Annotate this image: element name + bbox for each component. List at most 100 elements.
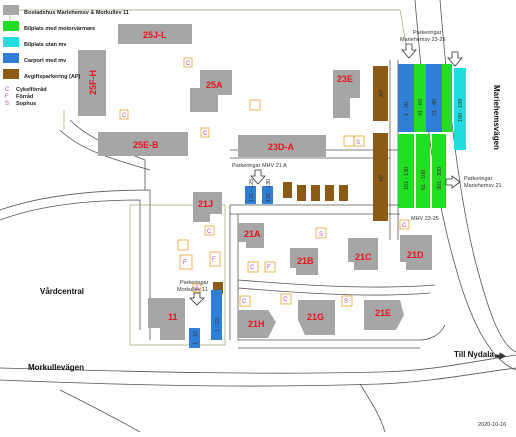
sym-c: C — [122, 113, 127, 119]
slot-label-21a-a: 121 - 125 — [249, 179, 255, 202]
legend-symbol-c-label: Cykelförråd — [16, 86, 47, 93]
box-18 — [341, 295, 353, 307]
caption-mv-23-25-line2: Mariehemsv 23-25 — [400, 37, 446, 43]
sym-c: C — [283, 297, 288, 303]
facility-boxes — [119, 57, 410, 307]
label-21A: 21A — [244, 229, 261, 239]
buildings — [78, 24, 432, 340]
carport-c1 — [398, 64, 414, 132]
ap-slot-3 — [311, 185, 320, 201]
slot-label-c2: 21 - 40 — [432, 99, 438, 116]
facility-letters: C C C S C S C F F C F S C C S — [122, 61, 407, 305]
label-21J: 21J — [198, 199, 213, 209]
legend-swatch-unheated — [3, 37, 19, 47]
arrow-left-icon — [445, 175, 461, 189]
box-17 — [280, 293, 292, 305]
ap-slot-4 — [325, 185, 334, 201]
legend-symbol-c: C — [5, 87, 10, 93]
label-25A: 25A — [206, 80, 223, 90]
label-21D: 21D — [407, 250, 424, 260]
arrow-right-icon — [494, 352, 506, 360]
caption-mhv-21a: Parkeringar MHV 21 A — [232, 163, 287, 169]
place-names: Vårdcentral Morkullevägen Mariehemsvägen… — [28, 85, 501, 372]
arrow-down-icon — [250, 169, 266, 185]
box-6 — [353, 135, 365, 147]
ap-slot-11 — [213, 282, 223, 294]
sym-f: F — [267, 265, 271, 271]
arrow-down-icon — [189, 292, 205, 306]
legend-symbol-s: S — [5, 101, 9, 107]
sym-s: S — [195, 286, 199, 292]
legend-symbol-s-label: Sophus — [16, 101, 36, 107]
legend-label-housing: Bostadshus Mariehemsv & Morkullev 11 — [24, 10, 129, 16]
carport-21a-b — [262, 186, 273, 204]
box-9 — [177, 239, 189, 251]
ap-strip-23E — [373, 66, 388, 121]
caption-mhv-23-25: MHV 23-25 — [411, 216, 439, 222]
slot-label-c1: 1 - 20 — [404, 102, 410, 116]
caption-m11-line2: Morkullev 11 — [177, 287, 208, 293]
label-21C: 21C — [355, 252, 372, 262]
box-7 — [399, 219, 410, 230]
carports: 1 - 20 21 - 40 1 - 22 1 - 10 121 - 125 1… — [189, 64, 442, 348]
building-21H — [238, 310, 276, 338]
label-25F-H: 25F-H — [88, 70, 98, 95]
label-23D-A: 23D-A — [268, 142, 295, 152]
slot-label-g1: 101 - 130 — [404, 167, 410, 190]
green-g-top-2 — [442, 64, 452, 132]
building-11 — [148, 298, 185, 340]
arrow-down-icon — [401, 43, 417, 59]
slot-label-m11b: 1 - 10 — [193, 331, 199, 345]
slot-label-g3: 301 - 320 — [437, 167, 443, 190]
label-21G: 21G — [307, 312, 324, 322]
ap-label-23D: AP — [379, 174, 385, 182]
building-21E — [364, 300, 404, 330]
legend-label-unheated: Bilplats utan mv — [24, 42, 67, 48]
ap-slot-5 — [339, 185, 348, 201]
box-1 — [183, 57, 193, 68]
sym-c: C — [207, 229, 212, 235]
legend-swatch-housing — [3, 5, 19, 15]
green-g2 — [416, 134, 430, 208]
legend: Bostadshus Mariehemsv & Morkullev 11 Bil… — [3, 5, 129, 107]
slot-label-21a-b: 126 - 130 — [266, 179, 272, 202]
building-labels: 25J-L 25F-H 25A 23E 25E-B 23D-A 21J 21A … — [88, 30, 424, 329]
caption-mv-23-25-line1: Parkeringar — [413, 30, 442, 36]
carport-m11-a — [211, 290, 222, 340]
paid-parking: AP AP — [213, 66, 388, 294]
box-13 — [247, 261, 259, 273]
building-23D-A — [238, 135, 326, 157]
map-date: 2020-10-16 — [478, 422, 506, 428]
building-21B — [290, 248, 318, 275]
sym-s: S — [344, 299, 348, 305]
legend-swatch-carport — [3, 53, 19, 63]
box-16 — [239, 295, 251, 307]
box-12 — [209, 251, 221, 267]
green-g-top-1 — [414, 64, 426, 132]
box-14 — [264, 261, 276, 273]
sym-s: S — [356, 140, 360, 146]
sym-s: S — [319, 232, 323, 238]
place-morkullevagen: Morkullevägen — [28, 363, 84, 372]
carport-21a-a — [245, 186, 256, 204]
building-21A — [238, 223, 264, 248]
building-21G — [298, 300, 335, 335]
legend-swatch-paid — [3, 69, 19, 79]
ap-label-23E: AP — [379, 89, 385, 97]
caption-mv-21-line1: Parkeringar — [464, 176, 493, 182]
sym-f: F — [212, 257, 216, 263]
label-23E: 23E — [337, 74, 353, 84]
building-23E — [333, 70, 360, 118]
carport-c2 — [426, 64, 442, 132]
slot-label-m11a: 1 - 22 — [215, 318, 221, 332]
legend-swatch-heated — [3, 21, 19, 31]
ap-slot-1 — [283, 182, 292, 198]
box-4 — [249, 99, 261, 111]
legend-label-paid: Avgiftsparkering (AP) — [24, 74, 81, 80]
sym-c: C — [402, 223, 407, 229]
box-5 — [343, 135, 355, 147]
unheated-parking: 180 - 189 — [454, 68, 466, 150]
sym-c: C — [250, 265, 255, 271]
box-8 — [315, 227, 327, 239]
